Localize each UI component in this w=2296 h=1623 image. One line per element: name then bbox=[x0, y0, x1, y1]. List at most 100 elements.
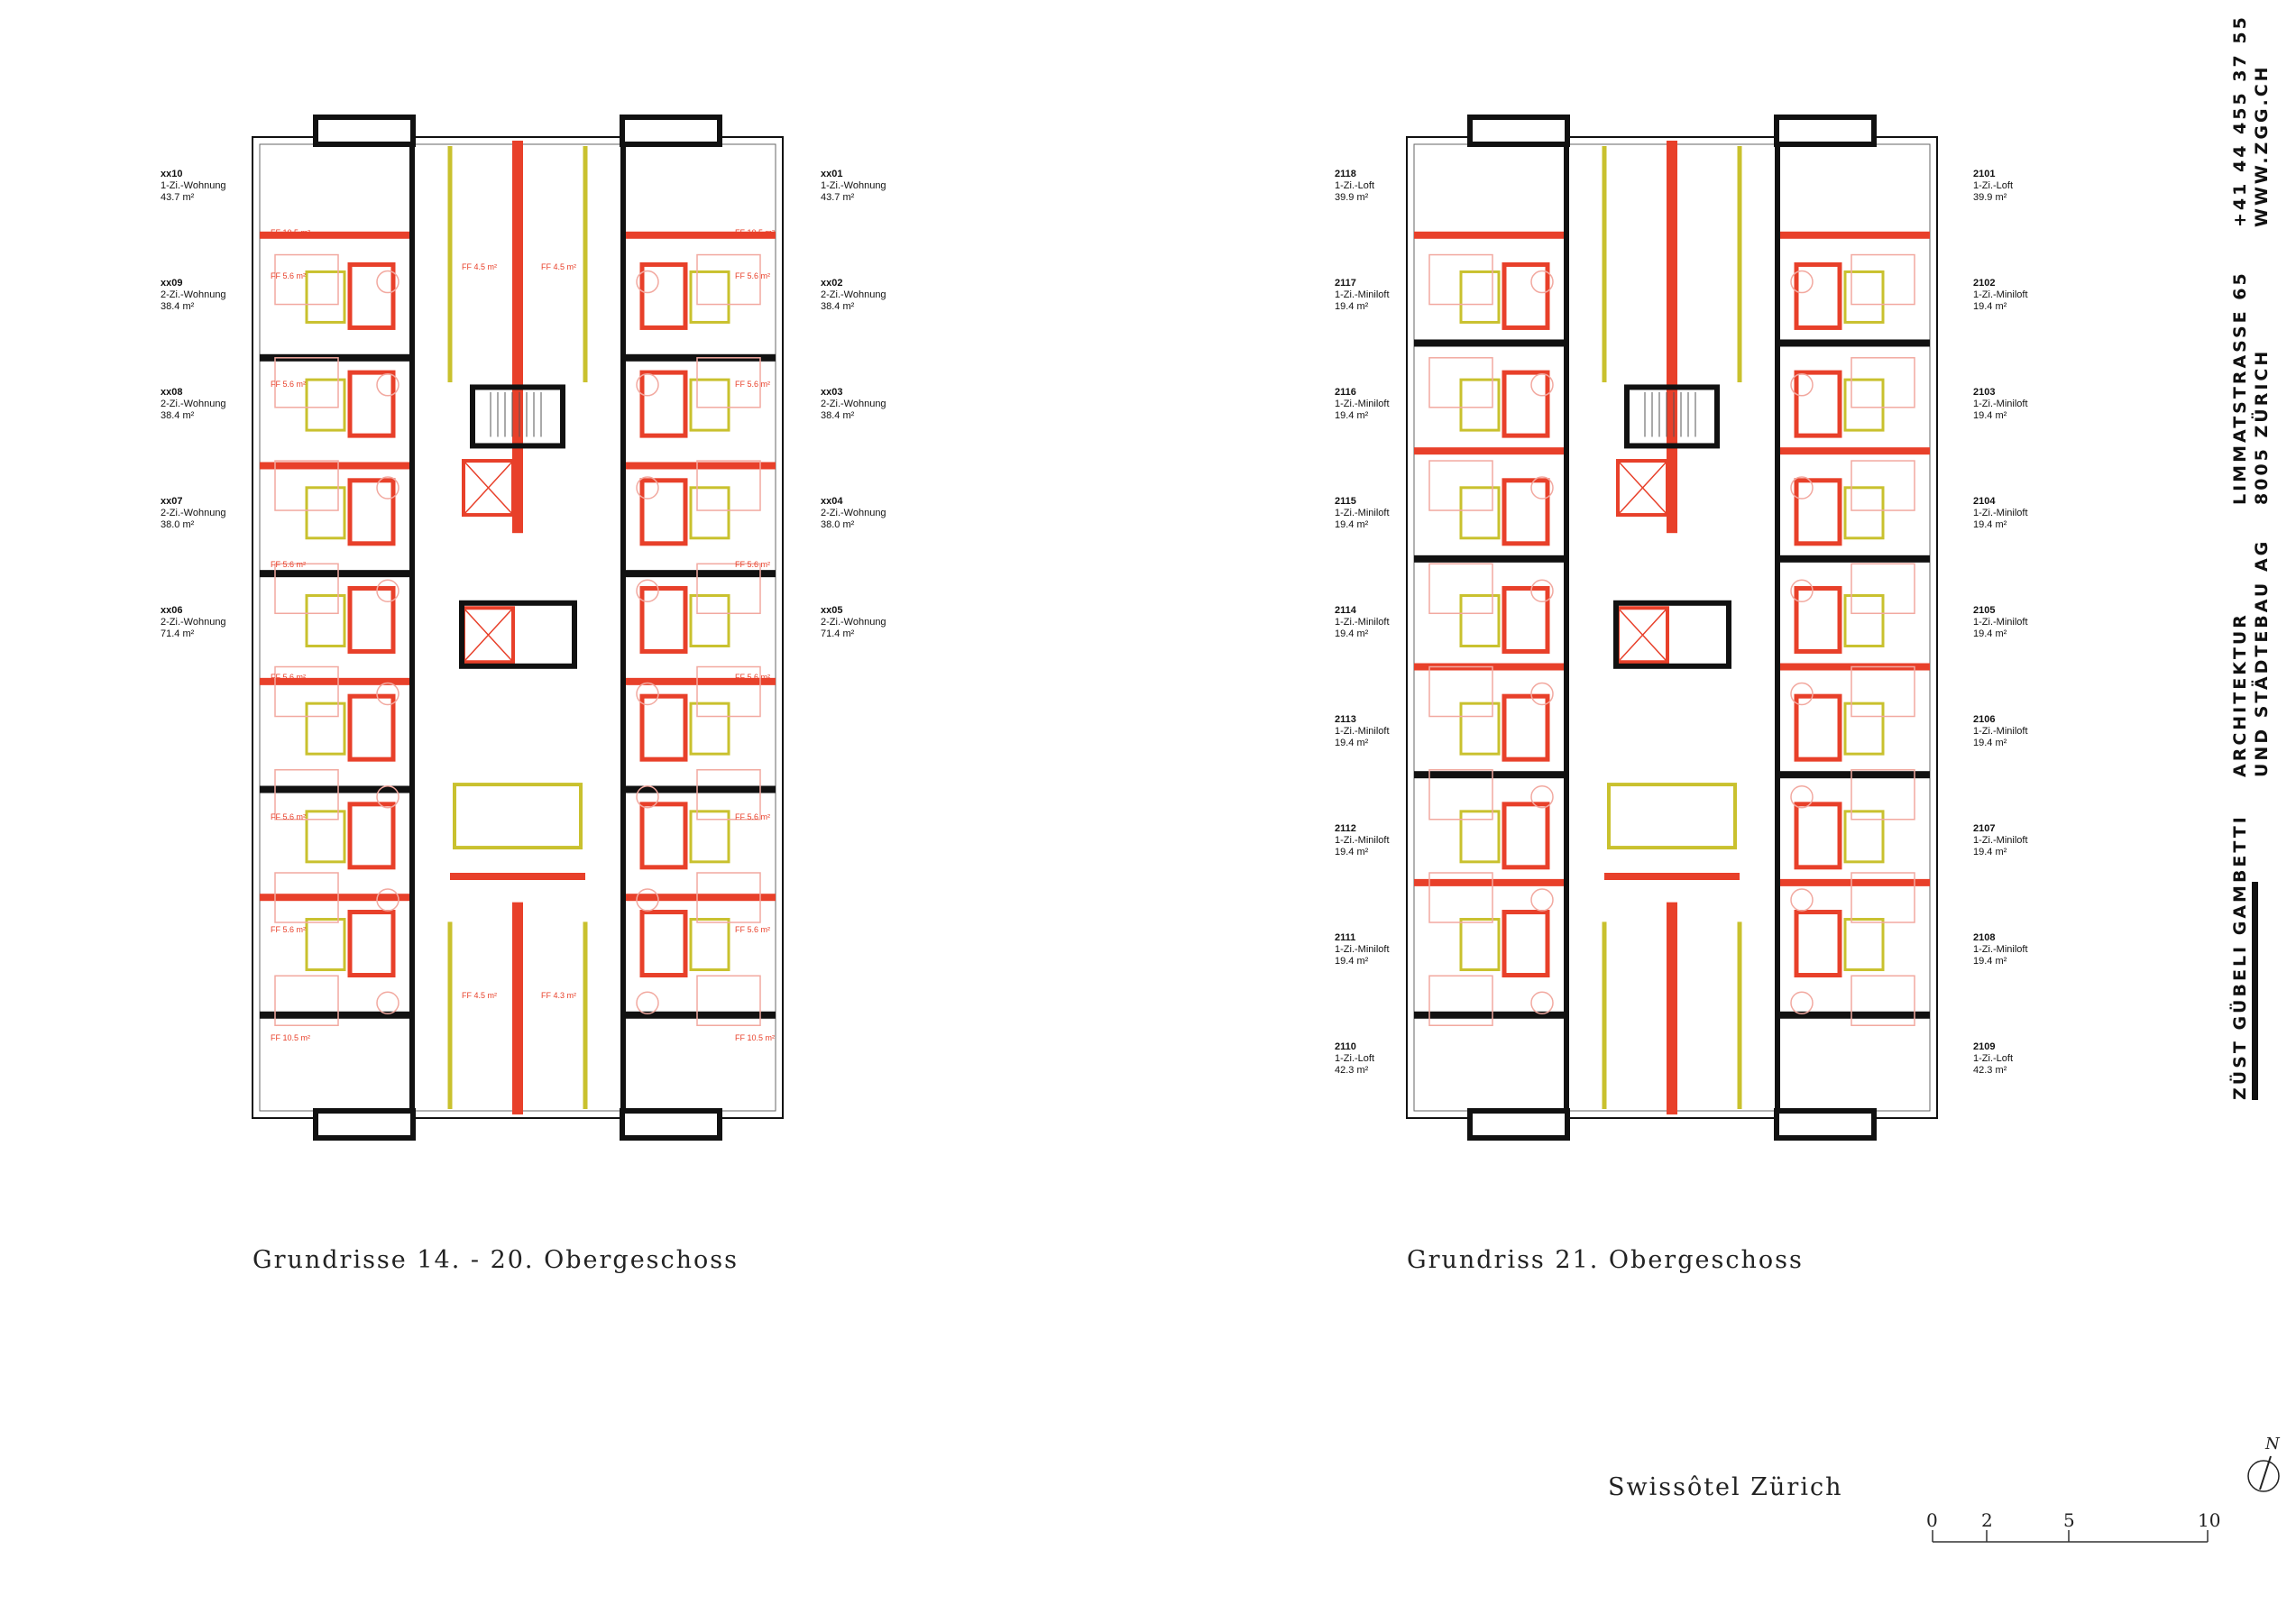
unit-divider-left bbox=[1414, 878, 1564, 886]
unit-type: 1-Zi.-Miniloft bbox=[1973, 289, 2028, 300]
unit-id: 2117 bbox=[1335, 278, 1356, 289]
unit-id: xx06 bbox=[161, 605, 183, 616]
furniture-bed bbox=[274, 665, 339, 718]
bathroom-left bbox=[347, 585, 396, 654]
bathroom-right bbox=[1794, 261, 1842, 330]
core-wall-red-bottom bbox=[512, 902, 523, 1114]
corridor-wall-right bbox=[1775, 144, 1780, 1111]
bathroom-right bbox=[1794, 370, 1842, 438]
balcony-bottom bbox=[313, 1108, 416, 1141]
room-tag: FF 10.5 m² bbox=[271, 1033, 311, 1042]
furniture-bed bbox=[274, 872, 339, 923]
unit-area: 38.4 m² bbox=[821, 410, 855, 421]
unit-type: 1-Zi.-Loft bbox=[1973, 180, 2014, 191]
wet-room-left bbox=[305, 593, 346, 647]
furniture-bed bbox=[696, 769, 761, 821]
furniture-table bbox=[636, 888, 659, 912]
wet-room-left bbox=[305, 486, 346, 540]
wet-room-right bbox=[1843, 486, 1885, 540]
balcony-top bbox=[1774, 115, 1877, 147]
unit-divider-left bbox=[260, 785, 409, 793]
unit-area: 39.9 m² bbox=[1335, 192, 1369, 203]
office-street: LIMMATSTRASSE 65 bbox=[2230, 270, 2250, 505]
unit-area: 19.4 m² bbox=[1335, 956, 1369, 967]
unit-type: 1-Zi.-Wohnung bbox=[821, 180, 886, 191]
facade-outline bbox=[1406, 136, 1938, 1119]
unit-divider-left bbox=[260, 894, 409, 902]
unit-divider-right bbox=[626, 570, 776, 578]
unit-area: 43.7 m² bbox=[821, 192, 855, 203]
unit-divider-left bbox=[260, 231, 409, 239]
unit-area: 43.7 m² bbox=[161, 192, 195, 203]
bathroom-right bbox=[1794, 478, 1842, 546]
furniture-table bbox=[636, 476, 659, 500]
room-tag: FF 10.5 m² bbox=[735, 1033, 776, 1042]
stair-core bbox=[1624, 384, 1720, 449]
room-tag: FF 5.6 m² bbox=[735, 925, 771, 934]
unit-divider-right bbox=[1780, 1011, 1930, 1019]
shaft-core bbox=[1613, 600, 1731, 669]
furniture-table bbox=[1790, 785, 1814, 809]
wet-room-left bbox=[305, 918, 346, 972]
furniture-bed bbox=[274, 253, 339, 306]
unit-type: 1-Zi.-Miniloft bbox=[1335, 944, 1390, 955]
unit-area: 19.4 m² bbox=[1335, 519, 1369, 530]
unit-type: 2-Zi.-Wohnung bbox=[161, 617, 226, 628]
elevator-cross bbox=[463, 460, 514, 516]
unit-type: 1-Zi.-Miniloft bbox=[1973, 944, 2028, 955]
furniture-bed bbox=[696, 975, 761, 1026]
unit-id: xx07 bbox=[161, 496, 183, 507]
unit-id: xx09 bbox=[161, 278, 183, 289]
unit-area: 19.4 m² bbox=[1973, 410, 2007, 421]
room-tag: FF 10.5 m² bbox=[735, 228, 776, 237]
unit-id: 2103 bbox=[1973, 387, 1996, 398]
balcony-top bbox=[1467, 115, 1570, 147]
unit-divider-right bbox=[626, 1011, 776, 1019]
floor-plan-14-20 bbox=[252, 115, 784, 1141]
unit-type: 2-Zi.-Wohnung bbox=[821, 289, 886, 300]
wet-room-right bbox=[689, 810, 730, 864]
unit-divider-left bbox=[1414, 555, 1564, 563]
furniture-table bbox=[636, 991, 659, 1014]
bathroom-left bbox=[347, 478, 396, 546]
core-room-new bbox=[453, 783, 583, 850]
furniture-bed bbox=[1851, 872, 1915, 923]
furniture-table bbox=[1530, 785, 1554, 809]
unit-type: 2-Zi.-Wohnung bbox=[161, 289, 226, 300]
room-tag: FF 5.6 m² bbox=[735, 560, 771, 569]
bathroom-right bbox=[639, 261, 688, 330]
unit-type: 1-Zi.-Miniloft bbox=[1973, 399, 2028, 409]
furniture-table bbox=[1790, 270, 1814, 294]
furniture-table bbox=[1530, 270, 1554, 294]
bathroom-left bbox=[1502, 478, 1550, 546]
room-tag: FF 5.6 m² bbox=[271, 380, 307, 389]
north-arrow-needle bbox=[2259, 1455, 2272, 1490]
elevator-cross bbox=[463, 607, 514, 663]
core-wall-red-top bbox=[512, 141, 523, 534]
unit-area: 42.3 m² bbox=[1973, 1065, 2007, 1076]
furniture-table bbox=[1530, 888, 1554, 912]
furniture-bed bbox=[1428, 563, 1493, 615]
unit-type: 1-Zi.-Miniloft bbox=[1335, 508, 1390, 518]
bathroom-right bbox=[639, 693, 688, 762]
furniture-table bbox=[636, 270, 659, 294]
furniture-bed bbox=[274, 460, 339, 511]
unit-id: 2105 bbox=[1973, 605, 1996, 616]
room-tag: FF 5.6 m² bbox=[271, 925, 307, 934]
stair-core bbox=[470, 384, 565, 449]
unit-type: 1-Zi.-Loft bbox=[1335, 180, 1375, 191]
wet-room-left bbox=[1459, 486, 1501, 540]
wet-room-left bbox=[1459, 593, 1501, 647]
